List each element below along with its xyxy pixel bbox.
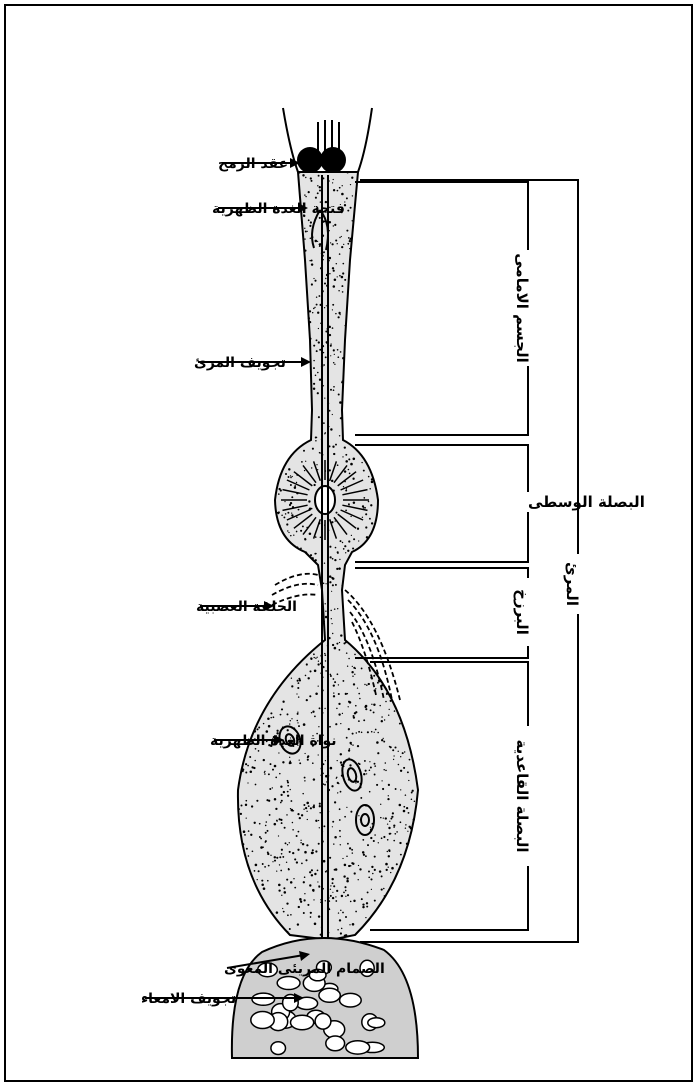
label-dorsal-gland-nucleus: نواة الغدة الظهرية — [210, 733, 337, 749]
label-dorsal-gland-opening: فتحة الغدة الظهرية — [212, 201, 345, 217]
label-anterior-body: الجسم الامامى — [513, 253, 531, 363]
label-intestine-lumen: تجويف الامعاء — [141, 991, 236, 1007]
label-median-bulb: البصلة الوسطى — [528, 493, 645, 511]
label-esophagus: المرئ — [563, 562, 581, 606]
label-nerve-ring: الحلقة العصبية — [196, 599, 297, 615]
spear-knobs — [297, 147, 346, 173]
label-spear-knot: عقد الرمح — [218, 156, 288, 172]
label-esophago-intestinal-valve: الصمام المريئى المعوى — [224, 961, 385, 977]
label-esophagus-lumen: تجويف المرئ — [194, 355, 286, 371]
label-isthmus: البرزخ — [513, 589, 531, 635]
median-bulb-center — [315, 486, 335, 514]
label-basal-bulb: البصلة القاعدية — [513, 740, 531, 853]
